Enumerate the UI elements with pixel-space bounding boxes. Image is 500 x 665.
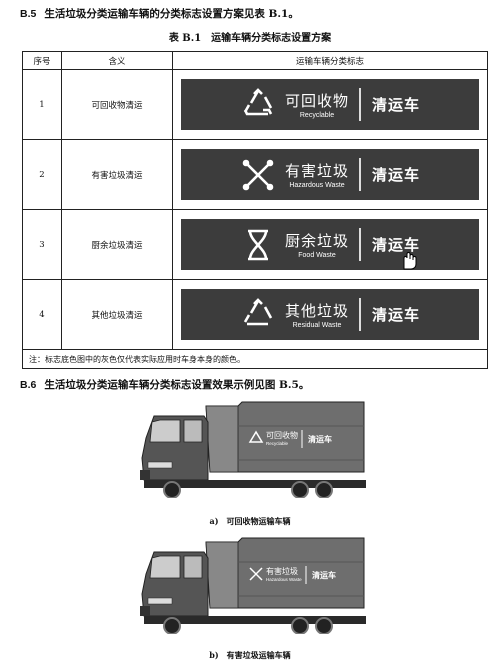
- table-row: 2 有害垃圾清运 有害垃圾 Hazardous Waste: [22, 139, 488, 210]
- truck-sign-right: 清运车: [308, 434, 332, 444]
- sign-food-waste: 厨余垃圾 Food Waste 清运车: [181, 219, 479, 270]
- table-row: 1 可回收物清运 可回收物 Recyclable: [22, 69, 488, 140]
- row-meaning: 有害垃圾清运: [61, 139, 173, 210]
- header-meaning: 含义: [61, 51, 173, 70]
- food-waste-icon: [248, 229, 268, 260]
- hand-cursor-icon: [403, 252, 417, 270]
- truck-sign-en: Hazardous Waste: [266, 577, 302, 582]
- sign-divider: [359, 158, 361, 191]
- sign-zh-label: 有害垃圾: [285, 163, 350, 180]
- table-row: 4 其他垃圾清运 其他垃圾 Residual Waste: [22, 279, 488, 350]
- row-meaning: 可回收物清运: [61, 69, 173, 140]
- row-number: 2: [22, 139, 62, 210]
- sign-vehicle-label: 清运车: [372, 237, 421, 254]
- header-sign: 运输车辆分类标志: [172, 51, 488, 70]
- recycle-icon: [248, 430, 264, 443]
- sign-zh-label: 厨余垃圾: [285, 233, 350, 250]
- row-meaning: 其他垃圾清运: [61, 279, 173, 350]
- table-caption: 表 B.1 运输车辆分类标志设置方案: [168, 33, 332, 44]
- sign-divider: [359, 228, 361, 261]
- sign-en-label: Recyclable: [299, 112, 335, 119]
- sign-recyclable: 可回收物 Recyclable 清运车: [181, 79, 479, 130]
- sign-en-label: Food Waste: [298, 252, 336, 259]
- table-note: 注：标志底色图中的灰色仅代表实际应用时车身本身的颜色。: [22, 349, 488, 369]
- sign-residual-waste: 其他垃圾 Residual Waste 清运车: [181, 289, 479, 340]
- sign-hazardous: 有害垃圾 Hazardous Waste 清运车: [181, 149, 479, 200]
- sign-divider: [359, 88, 361, 121]
- sign-vehicle-label: 清运车: [372, 97, 421, 114]
- sign-zh-label: 可回收物: [285, 93, 350, 110]
- sign-vehicle-label: 清运车: [372, 307, 421, 324]
- residual-waste-icon: [243, 297, 273, 325]
- truck-sign-right: 清运车: [312, 570, 336, 580]
- sign-en-label: Hazardous Waste: [289, 182, 345, 189]
- row-meaning: 厨余垃圾清运: [61, 209, 173, 280]
- sign-zh-label: 其他垃圾: [285, 303, 350, 320]
- figure-caption-a: a) 可回收物运输车辆: [209, 516, 291, 526]
- sign-scheme-table: 序号 含义 运输车辆分类标志 1 可回收物清运 可回: [22, 51, 488, 369]
- sign-en-label: Residual Waste: [292, 322, 342, 329]
- header-no: 序号: [22, 51, 62, 70]
- truck-recyclable: 可回收物 Recyclable 清运车: [140, 401, 366, 498]
- figure-caption-b: b) 有害垃圾运输车辆: [209, 650, 291, 660]
- sign-vehicle-label: 清运车: [372, 167, 421, 184]
- truck-sign-zh: 可回收物: [266, 430, 298, 440]
- truck-sign-en: Recyclable: [266, 441, 289, 446]
- row-number: 3: [22, 209, 62, 280]
- table-row: 3 厨余垃圾清运 厨余垃圾 Food Waste 清运车: [22, 209, 488, 280]
- hazardous-icon: [242, 159, 274, 190]
- truck-hazardous: 有害垃圾 Hazardous Waste 清运车: [140, 537, 366, 634]
- sign-divider: [359, 298, 361, 331]
- hazardous-icon: [249, 567, 263, 581]
- truck-sign-zh: 有害垃圾: [266, 566, 298, 576]
- recycle-icon: [243, 87, 273, 115]
- row-number: 1: [22, 69, 62, 140]
- row-number: 4: [22, 279, 62, 350]
